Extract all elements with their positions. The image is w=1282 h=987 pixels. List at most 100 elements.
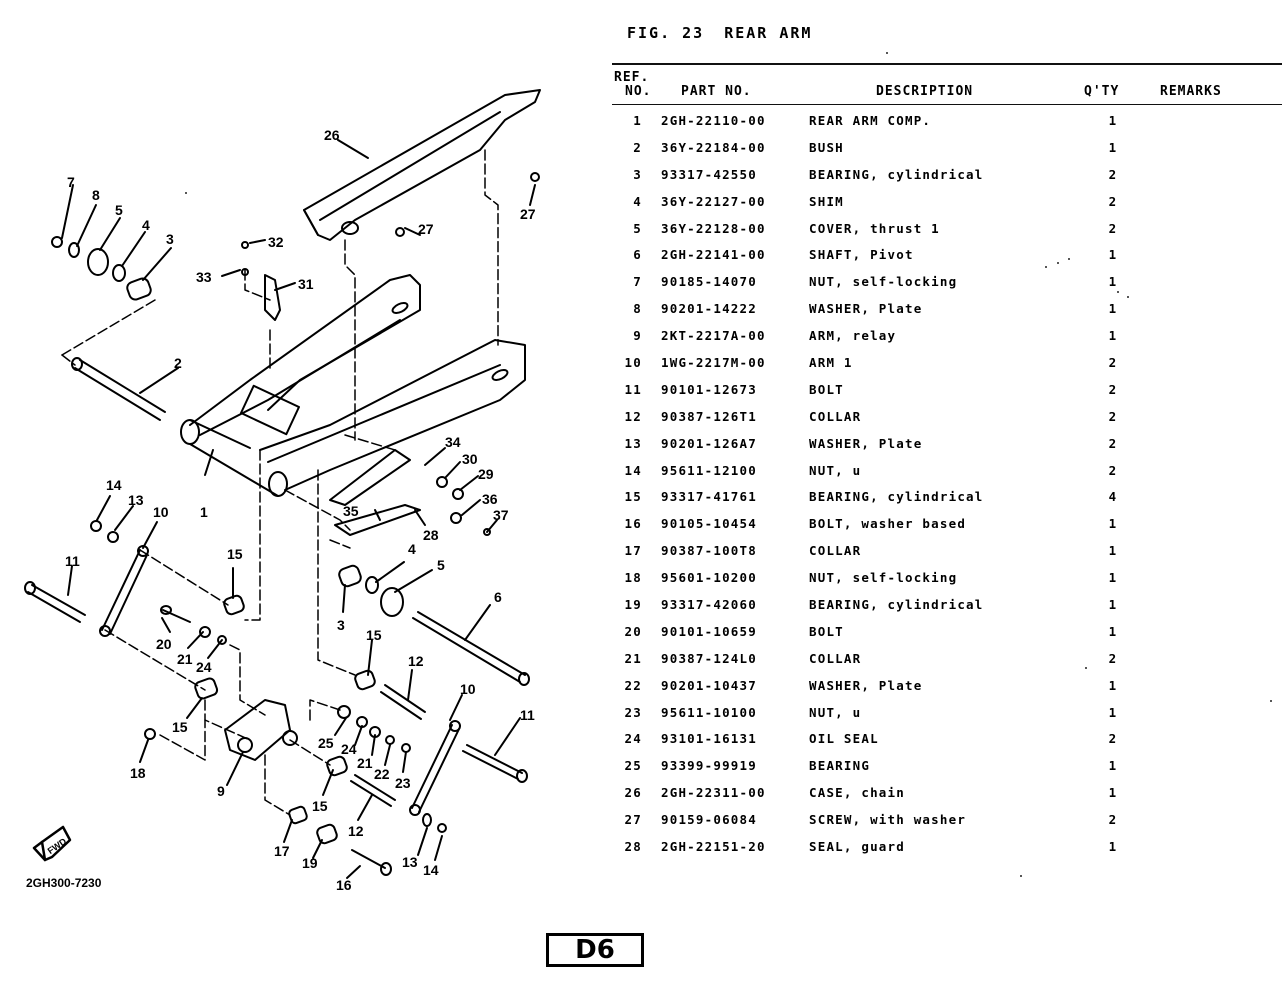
description-cell: BEARING, cylindrical	[809, 166, 984, 182]
part-number-cell: 93101-16131	[661, 731, 757, 747]
header-rule-bottom	[612, 104, 1282, 105]
ref-no-cell: 16	[624, 516, 642, 532]
exploded-diagram: 7 8 5 4 3 2 26 27 27 32 33 31 34 30 29 3…	[0, 60, 600, 920]
ref-no-cell: 26	[624, 785, 642, 801]
part-number-cell: 95601-10200	[661, 570, 757, 586]
ref-no-cell: 3	[633, 166, 642, 182]
description-cell: BEARING, cylindrical	[809, 597, 984, 613]
ref-no-cell: 18	[624, 570, 642, 586]
callout: 10	[460, 681, 476, 697]
part-number-cell: 93317-42550	[661, 166, 757, 182]
quantity-cell: 1	[1108, 113, 1118, 128]
callout: 25	[318, 735, 334, 751]
description-cell: REAR ARM COMP.	[809, 113, 932, 128]
description-cell: NUT, u	[809, 704, 862, 720]
description-cell: COLLAR	[809, 543, 862, 559]
quantity-cell: 1	[1108, 301, 1118, 317]
assembly-lines	[61, 149, 499, 816]
ref-no-cell: 8	[633, 301, 642, 317]
scan-speck	[1020, 875, 1022, 877]
part-number-cell: 90201-126A7	[661, 435, 757, 451]
quantity-cell: 1	[1108, 785, 1118, 801]
header-rule-top	[612, 63, 1282, 65]
figure-label: FIG. 23	[627, 24, 705, 42]
scan-speck	[1057, 262, 1059, 264]
callout: 15	[312, 798, 328, 814]
header-description: DESCRIPTION	[876, 84, 974, 99]
callout: 27	[520, 206, 536, 222]
ref-no-cell: 21	[624, 650, 642, 666]
callout: 32	[268, 234, 284, 250]
part-number-cell: 2GH-22151-20	[661, 839, 766, 855]
header-ref-line2: NO.	[625, 84, 652, 99]
header-part-no: PART NO.	[681, 84, 752, 99]
callout: 17	[274, 843, 290, 859]
part-number-cell: 95611-10100	[661, 704, 757, 720]
part-number-cell: 36Y-22184-00	[661, 139, 766, 155]
part-number-cell: 2GH-22311-00	[661, 785, 766, 801]
callout: 10	[153, 504, 169, 520]
ref-no-cell: 12	[624, 408, 642, 424]
description-cell: ARM 1	[809, 355, 853, 371]
callout: 23	[395, 775, 411, 791]
figure-name: REAR ARM	[724, 24, 813, 42]
quantity-cell: 2	[1108, 355, 1118, 371]
ref-no-cell: 2	[633, 139, 642, 155]
quantity-cell: 2	[1108, 731, 1118, 747]
callout: 7	[67, 174, 75, 190]
description-cell: WASHER, Plate	[809, 435, 923, 451]
description-cell: SHAFT, Pivot	[809, 247, 914, 263]
ref-no-cell: 28	[624, 839, 642, 855]
description-cell: BEARING, cylindrical	[809, 489, 984, 505]
ref-no-cell: 11	[624, 381, 642, 397]
quantity-cell: 1	[1108, 543, 1118, 559]
callout: 31	[298, 276, 314, 292]
header-qty: Q'TY	[1084, 84, 1120, 99]
quantity-cell: 2	[1108, 220, 1118, 236]
quantity-cell: 2	[1108, 462, 1118, 478]
ref-no-cell: 15	[624, 489, 642, 505]
description-cell: BOLT	[809, 381, 844, 397]
part-number-cell: 90201-10437	[661, 677, 757, 693]
scan-speck	[1127, 296, 1129, 298]
scan-speck	[886, 52, 888, 54]
callout: 12	[408, 653, 424, 669]
description-cell: SEAL, guard	[809, 839, 905, 855]
callout: 36	[482, 491, 498, 507]
quantity-cell: 2	[1108, 408, 1118, 424]
callout: 33	[196, 269, 212, 285]
callout: 22	[374, 766, 390, 782]
callout: 21	[177, 651, 193, 667]
description-cell: WASHER, Plate	[809, 677, 923, 693]
part-number-cell: 90185-14070	[661, 274, 757, 290]
callout: 15	[366, 627, 382, 643]
quantity-cell: 1	[1108, 516, 1118, 532]
scan-speck	[1270, 700, 1272, 702]
small-parts	[24, 139, 540, 879]
description-cell: BUSH	[809, 139, 844, 155]
ref-no-cell: 1	[633, 113, 642, 128]
description-cell: NUT, self-locking	[809, 274, 958, 290]
page-marker: D6	[546, 933, 644, 967]
description-cell: BOLT, washer based	[809, 516, 967, 532]
scan-speck	[185, 192, 187, 194]
quantity-cell: 1	[1108, 328, 1118, 344]
part-number-cell: 93399-99919	[661, 758, 757, 774]
callout: 6	[494, 589, 502, 605]
callout: 5	[115, 202, 123, 218]
callout: 20	[156, 636, 172, 652]
